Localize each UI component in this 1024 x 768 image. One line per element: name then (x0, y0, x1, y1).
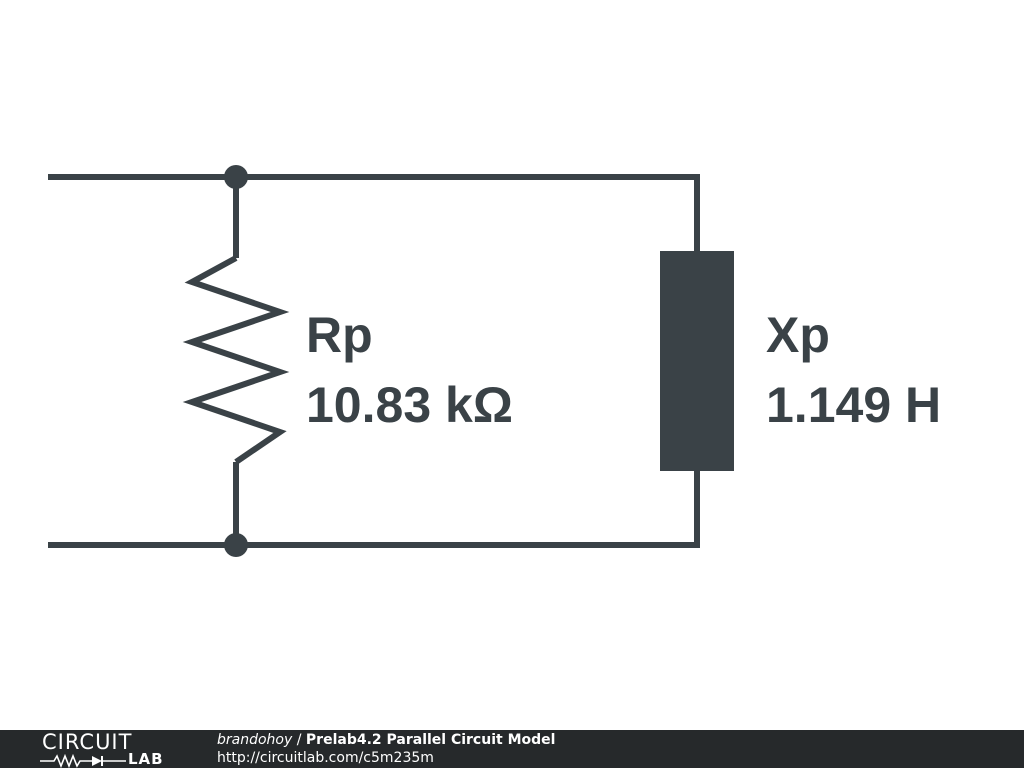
footer-bar: CIRCUIT LAB brandohoy / Prelab4.2 Parall… (0, 730, 1024, 768)
circuit-schematic: Rp 10.83 kΩ Xp 1.149 H (48, 165, 941, 557)
top-wire (48, 174, 700, 252)
logo-lab-text: LAB (128, 750, 164, 768)
inductor-value-label: 1.149 H (766, 377, 941, 433)
bottom-wire (48, 470, 700, 548)
credit-line: brandohoy / Prelab4.2 Parallel Circuit M… (217, 731, 555, 749)
circuit-title: Prelab4.2 Parallel Circuit Model (305, 732, 556, 748)
circuitlab-logo[interactable]: CIRCUIT LAB (40, 730, 180, 768)
resistor-name-label: Rp (306, 307, 373, 363)
resistor-symbol (182, 255, 290, 465)
top-junction-node (224, 165, 248, 189)
resistor-value-label: 10.83 kΩ (306, 377, 513, 433)
circuit-url-link[interactable]: http://circuitlab.com/c5m235m (217, 750, 434, 766)
credit-separator: / (292, 732, 306, 748)
resistor-diode-logo-icon (40, 754, 126, 768)
inductor-name-label: Xp (766, 307, 830, 363)
bottom-junction-node (224, 533, 248, 557)
logo-circuit-text: CIRCUIT (42, 730, 133, 754)
circuit-credit: brandohoy / Prelab4.2 Parallel Circuit M… (217, 731, 555, 767)
author-link[interactable]: brandohoy (217, 732, 293, 748)
inductor-symbol (660, 251, 734, 471)
